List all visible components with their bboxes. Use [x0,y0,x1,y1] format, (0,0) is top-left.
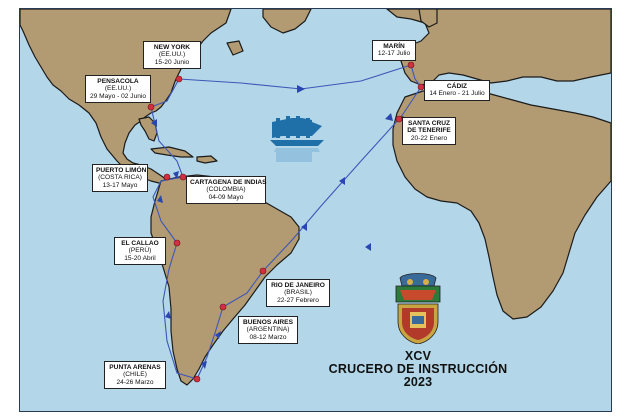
port-marker-punta-arenas [193,375,201,383]
port-dates: 20-22 Enero [410,134,448,142]
port-name: MARÍN [383,43,405,50]
route-rio-buenos-aires [222,270,264,308]
port-name: SANTA CRUZ [407,120,451,127]
port-name: CÁDIZ [446,83,468,90]
port-dates: 15-20 Junio [154,58,190,66]
port-name: CARTAGENA DE INDIAS [190,179,267,186]
port-label-new-york: NEW YORK (EE.UU.) 15-20 Junio [143,41,201,70]
route-arrow [365,243,371,251]
port-label-pensacola: PENSACOLA (EE.UU.) 29 Mayo - 02 Junio [85,75,151,104]
port-marker-pensacola [147,103,155,111]
europe-landmass [386,9,611,86]
port-dates: 04-09 Mayo [208,193,244,201]
route-arrow [215,331,221,339]
route-marin-cadiz [410,64,422,88]
route-arrow [385,113,393,121]
port-label-cartagena: CARTAGENA DE INDIAS (COLOMBIA) 04-09 May… [186,176,267,205]
route-cartagena-pensacola [150,106,184,178]
route-tenerife-rio [262,118,400,272]
port-country: (COLOMBIA) [206,186,246,194]
route-pensacola-newyork [150,78,180,108]
port-name-line2: DE TENERIFE [407,127,451,135]
port-marker-new-york [175,75,183,83]
port-country: (PERÚ) [128,247,152,255]
greenland-landmass [262,9,312,34]
map-canvas [20,9,611,386]
route-newyork-marin [178,64,412,90]
route-cadiz-tenerife [400,86,422,118]
newfoundland-island [226,40,244,56]
port-marker-el-callao [173,239,181,247]
port-label-punta-arenas: PUNTA ARENAS (CHILE) 24-26 Marzo [104,361,166,390]
title-name: CRUCERO DE INSTRUCCIÓN [328,362,508,376]
port-country: (EE.UU.) [104,85,132,93]
port-label-puerto-limon: PUERTO LIMÓN (COSTA RICA) 13-17 Mayo [92,164,148,193]
route-arrow [339,177,345,185]
route-arrow [201,361,207,369]
port-name: PUNTA ARENAS [109,364,161,371]
map-frame [19,8,612,412]
port-label-marin: MARÍN 12-17 Julio [372,40,416,61]
port-dates: 15-20 Abril [124,254,156,262]
route-arrow [157,195,163,203]
port-country: (COSTA RICA) [98,174,142,182]
route-arrow [165,311,171,319]
port-name: RIO DE JANEIRO [271,282,325,289]
cuba-island [150,146,194,158]
navy-crest-emblem [395,273,441,344]
port-name: PENSACOLA [97,78,139,85]
port-dates: 12-17 Julio [377,50,411,58]
route-arrow [297,85,305,93]
route-arrow [151,119,157,127]
port-dates: 08-12 Marzo [249,333,287,341]
port-label-tenerife: SANTA CRUZ DE TENERIFE 20-22 Enero [402,117,456,146]
africa-landmass [392,88,611,320]
port-name: EL CALLAO [121,240,159,247]
route-buenos-aires-punta-arenas [196,306,224,380]
port-marker-buenos-aires [219,303,227,311]
route-punta-arenas-callao [162,242,198,380]
port-country: (CHILE) [123,371,147,379]
port-name: NEW YORK [153,44,191,51]
port-country: (BRASIL) [284,289,312,297]
cruise-title: XCV CRUCERO DE INSTRUCCIÓN 2023 [318,350,518,389]
route-arrow [301,223,307,231]
port-dates: 22-27 Febrero [277,296,319,304]
title-edition: XCV [404,349,432,363]
port-country: (ARGENTINA) [246,326,290,334]
port-label-el-callao: EL CALLAO (PERÚ) 15-20 Abril [114,237,166,266]
british-isles [418,9,438,28]
sailing-ship-logo [270,116,324,162]
port-marker-rio [259,267,267,275]
port-dates: 29 Mayo - 02 Junio [89,92,147,100]
port-dates: 13-17 Mayo [102,181,138,189]
port-label-cadiz: CÁDIZ 14 Enero - 21 Julio [424,80,490,101]
route-arrow [173,171,179,179]
port-country: (EE.UU.) [158,51,186,59]
hispaniola-island [196,155,218,164]
port-name: PUERTO LIMÓN [96,167,147,174]
port-dates: 14 Enero - 21 Julio [429,90,485,98]
port-label-rio: RIO DE JANEIRO (BRASIL) 22-27 Febrero [266,279,330,308]
port-marker-marin [407,61,415,69]
port-dates: 24-26 Marzo [116,378,154,386]
port-label-buenos-aires: BUENOS AIRES (ARGENTINA) 08-12 Marzo [238,316,298,345]
title-year: 2023 [403,375,433,389]
port-name: BUENOS AIRES [243,319,293,326]
port-marker-puerto-limon [163,173,171,181]
